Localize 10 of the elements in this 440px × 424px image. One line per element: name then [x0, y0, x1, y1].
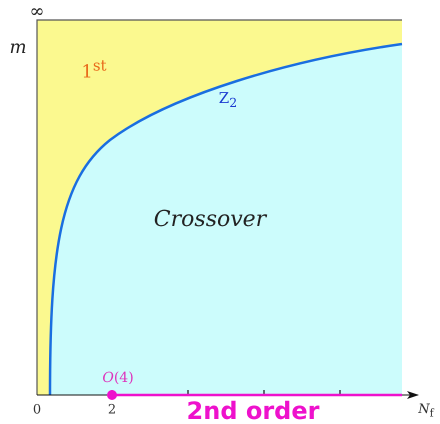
region-label: 1$^{st}$ — [81, 58, 107, 82]
axis-label: N$_{f}$ — [418, 402, 434, 420]
region-label: Crossover — [154, 209, 266, 231]
annotation-label: 2nd order — [186, 399, 320, 423]
curve-label: Z$_{2}$ — [218, 90, 238, 110]
axis-label: ∞ — [30, 3, 44, 21]
axis-label: m — [9, 39, 27, 57]
tick-label: 0 — [32, 404, 42, 416]
point-label: O(4) — [102, 371, 134, 385]
tick-label: 2 — [108, 404, 116, 416]
